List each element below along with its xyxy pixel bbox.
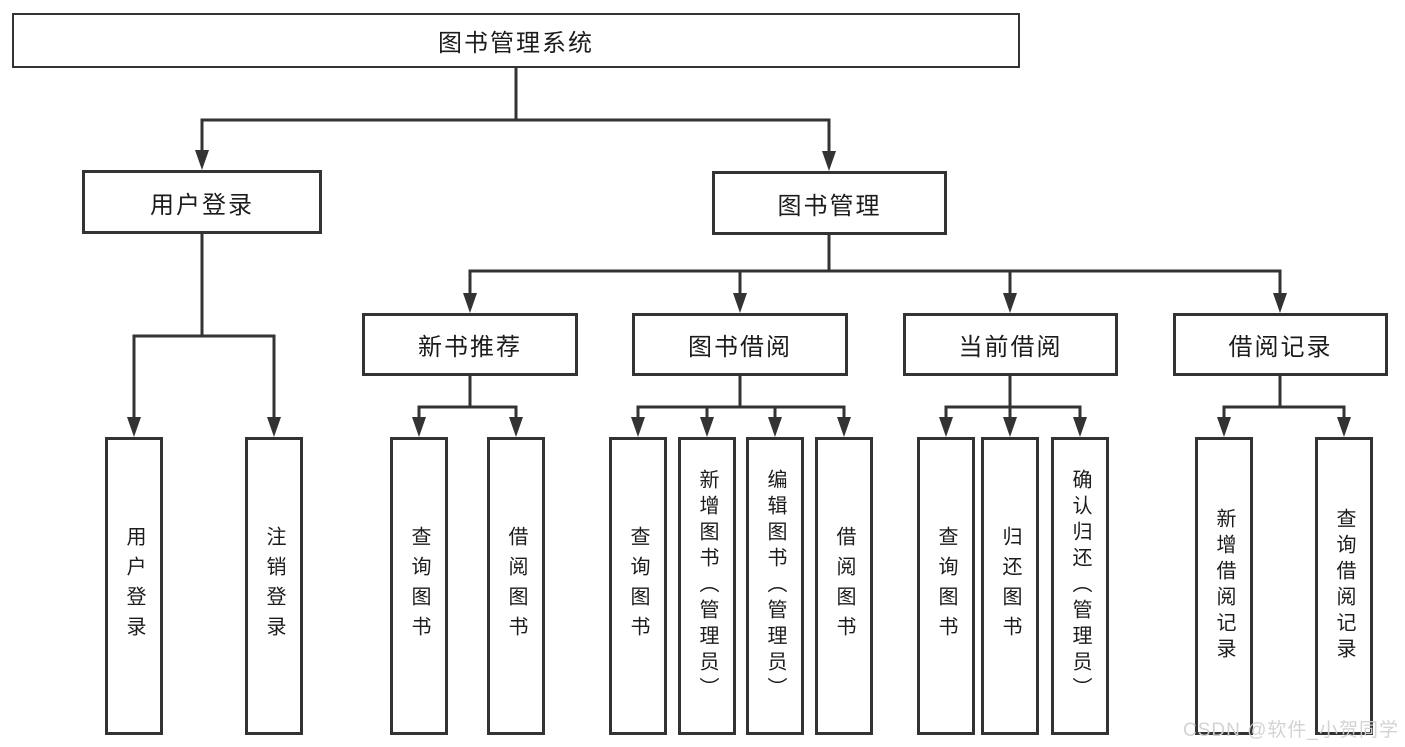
node-borrow-record: 借阅记录 <box>1173 313 1388 376</box>
node-label: 图书管理系统 <box>438 30 594 57</box>
node-label: 借阅图书 <box>833 526 855 646</box>
csdn-watermark: CSDN @软件_小贺同学 <box>1183 720 1399 741</box>
node-label: 用户登录 <box>123 526 145 646</box>
node-leaf-query-book-3: 查询图书 <box>917 437 975 735</box>
node-library-management-system: 图书管理系统 <box>12 13 1020 68</box>
node-label: 查询图书 <box>935 526 957 646</box>
node-leaf-add-book-admin: 新增图书（管理员） <box>678 437 736 735</box>
node-leaf-edit-book-admin: 编辑图书（管理员） <box>746 437 804 735</box>
node-leaf-logout: 注销登录 <box>245 437 303 735</box>
node-label: 新增图书（管理员） <box>696 469 718 703</box>
node-label: 编辑图书（管理员） <box>764 469 786 703</box>
node-new-book-recommend: 新书推荐 <box>362 313 578 376</box>
node-label: 图书管理 <box>777 192 882 220</box>
node-label: 用户登录 <box>150 191 254 219</box>
node-leaf-query-borrow-record: 查询借阅记录 <box>1315 437 1373 735</box>
node-label: 新书推荐 <box>418 334 522 361</box>
node-leaf-borrow-book-1: 借阅图书 <box>487 437 545 735</box>
node-user-login: 用户登录 <box>82 170 322 234</box>
node-label: 当前借阅 <box>958 334 1063 361</box>
node-book-borrow: 图书借阅 <box>632 313 848 376</box>
node-label: 查询图书 <box>627 526 649 646</box>
node-label: 确认归还（管理员） <box>1069 469 1091 703</box>
node-leaf-add-borrow-record: 新增借阅记录 <box>1195 437 1253 735</box>
node-current-borrow: 当前借阅 <box>903 313 1118 376</box>
node-label: 查询借阅记录 <box>1333 508 1355 664</box>
node-leaf-return-book: 归还图书 <box>981 437 1039 735</box>
node-leaf-query-book-2: 查询图书 <box>609 437 667 735</box>
node-label: 归还图书 <box>999 526 1021 646</box>
node-label: 注销登录 <box>263 526 285 646</box>
node-leaf-confirm-return-admin: 确认归还（管理员） <box>1051 437 1109 735</box>
node-book-management: 图书管理 <box>712 171 947 235</box>
node-leaf-borrow-book-2: 借阅图书 <box>815 437 873 735</box>
node-leaf-user-login: 用户登录 <box>105 437 163 735</box>
node-label: 图书借阅 <box>688 334 792 361</box>
node-label: 借阅图书 <box>505 526 527 646</box>
node-label: 新增借阅记录 <box>1213 508 1235 664</box>
node-leaf-query-book-1: 查询图书 <box>390 437 448 735</box>
node-label: 查询图书 <box>408 526 430 646</box>
node-label: 借阅记录 <box>1228 334 1333 361</box>
